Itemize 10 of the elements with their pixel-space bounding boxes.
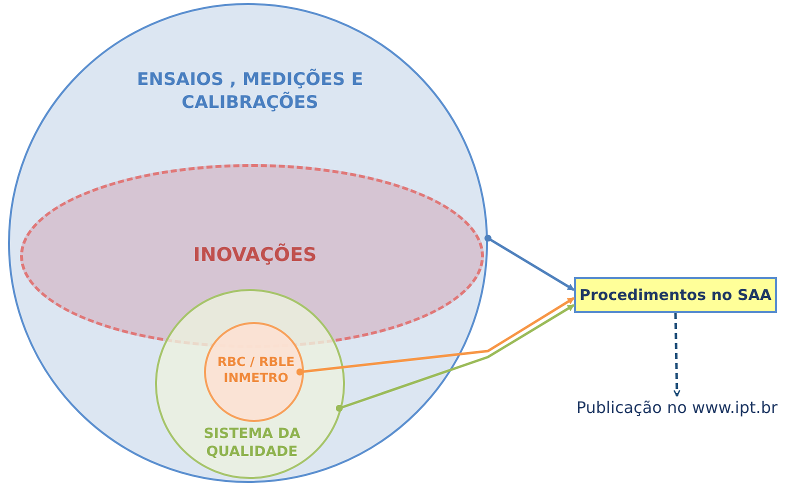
arrow xyxy=(296,296,575,376)
publication-text: Publicação no www.ipt.br xyxy=(560,398,794,422)
circle-label: ENSAIOS , MEDIÇÕES E CALIBRAÇÕES xyxy=(136,69,364,114)
circle-label: SISTEMA DA QUALIDADE xyxy=(202,425,302,462)
circle-label: RBC / RBLE INMETRO xyxy=(216,354,296,386)
arrow xyxy=(484,234,575,292)
circle-label: INOVAÇÕES xyxy=(192,243,318,268)
procedure-box: Procedimentos no SAA xyxy=(574,277,777,313)
arrow xyxy=(673,312,680,397)
arrow xyxy=(336,304,575,412)
